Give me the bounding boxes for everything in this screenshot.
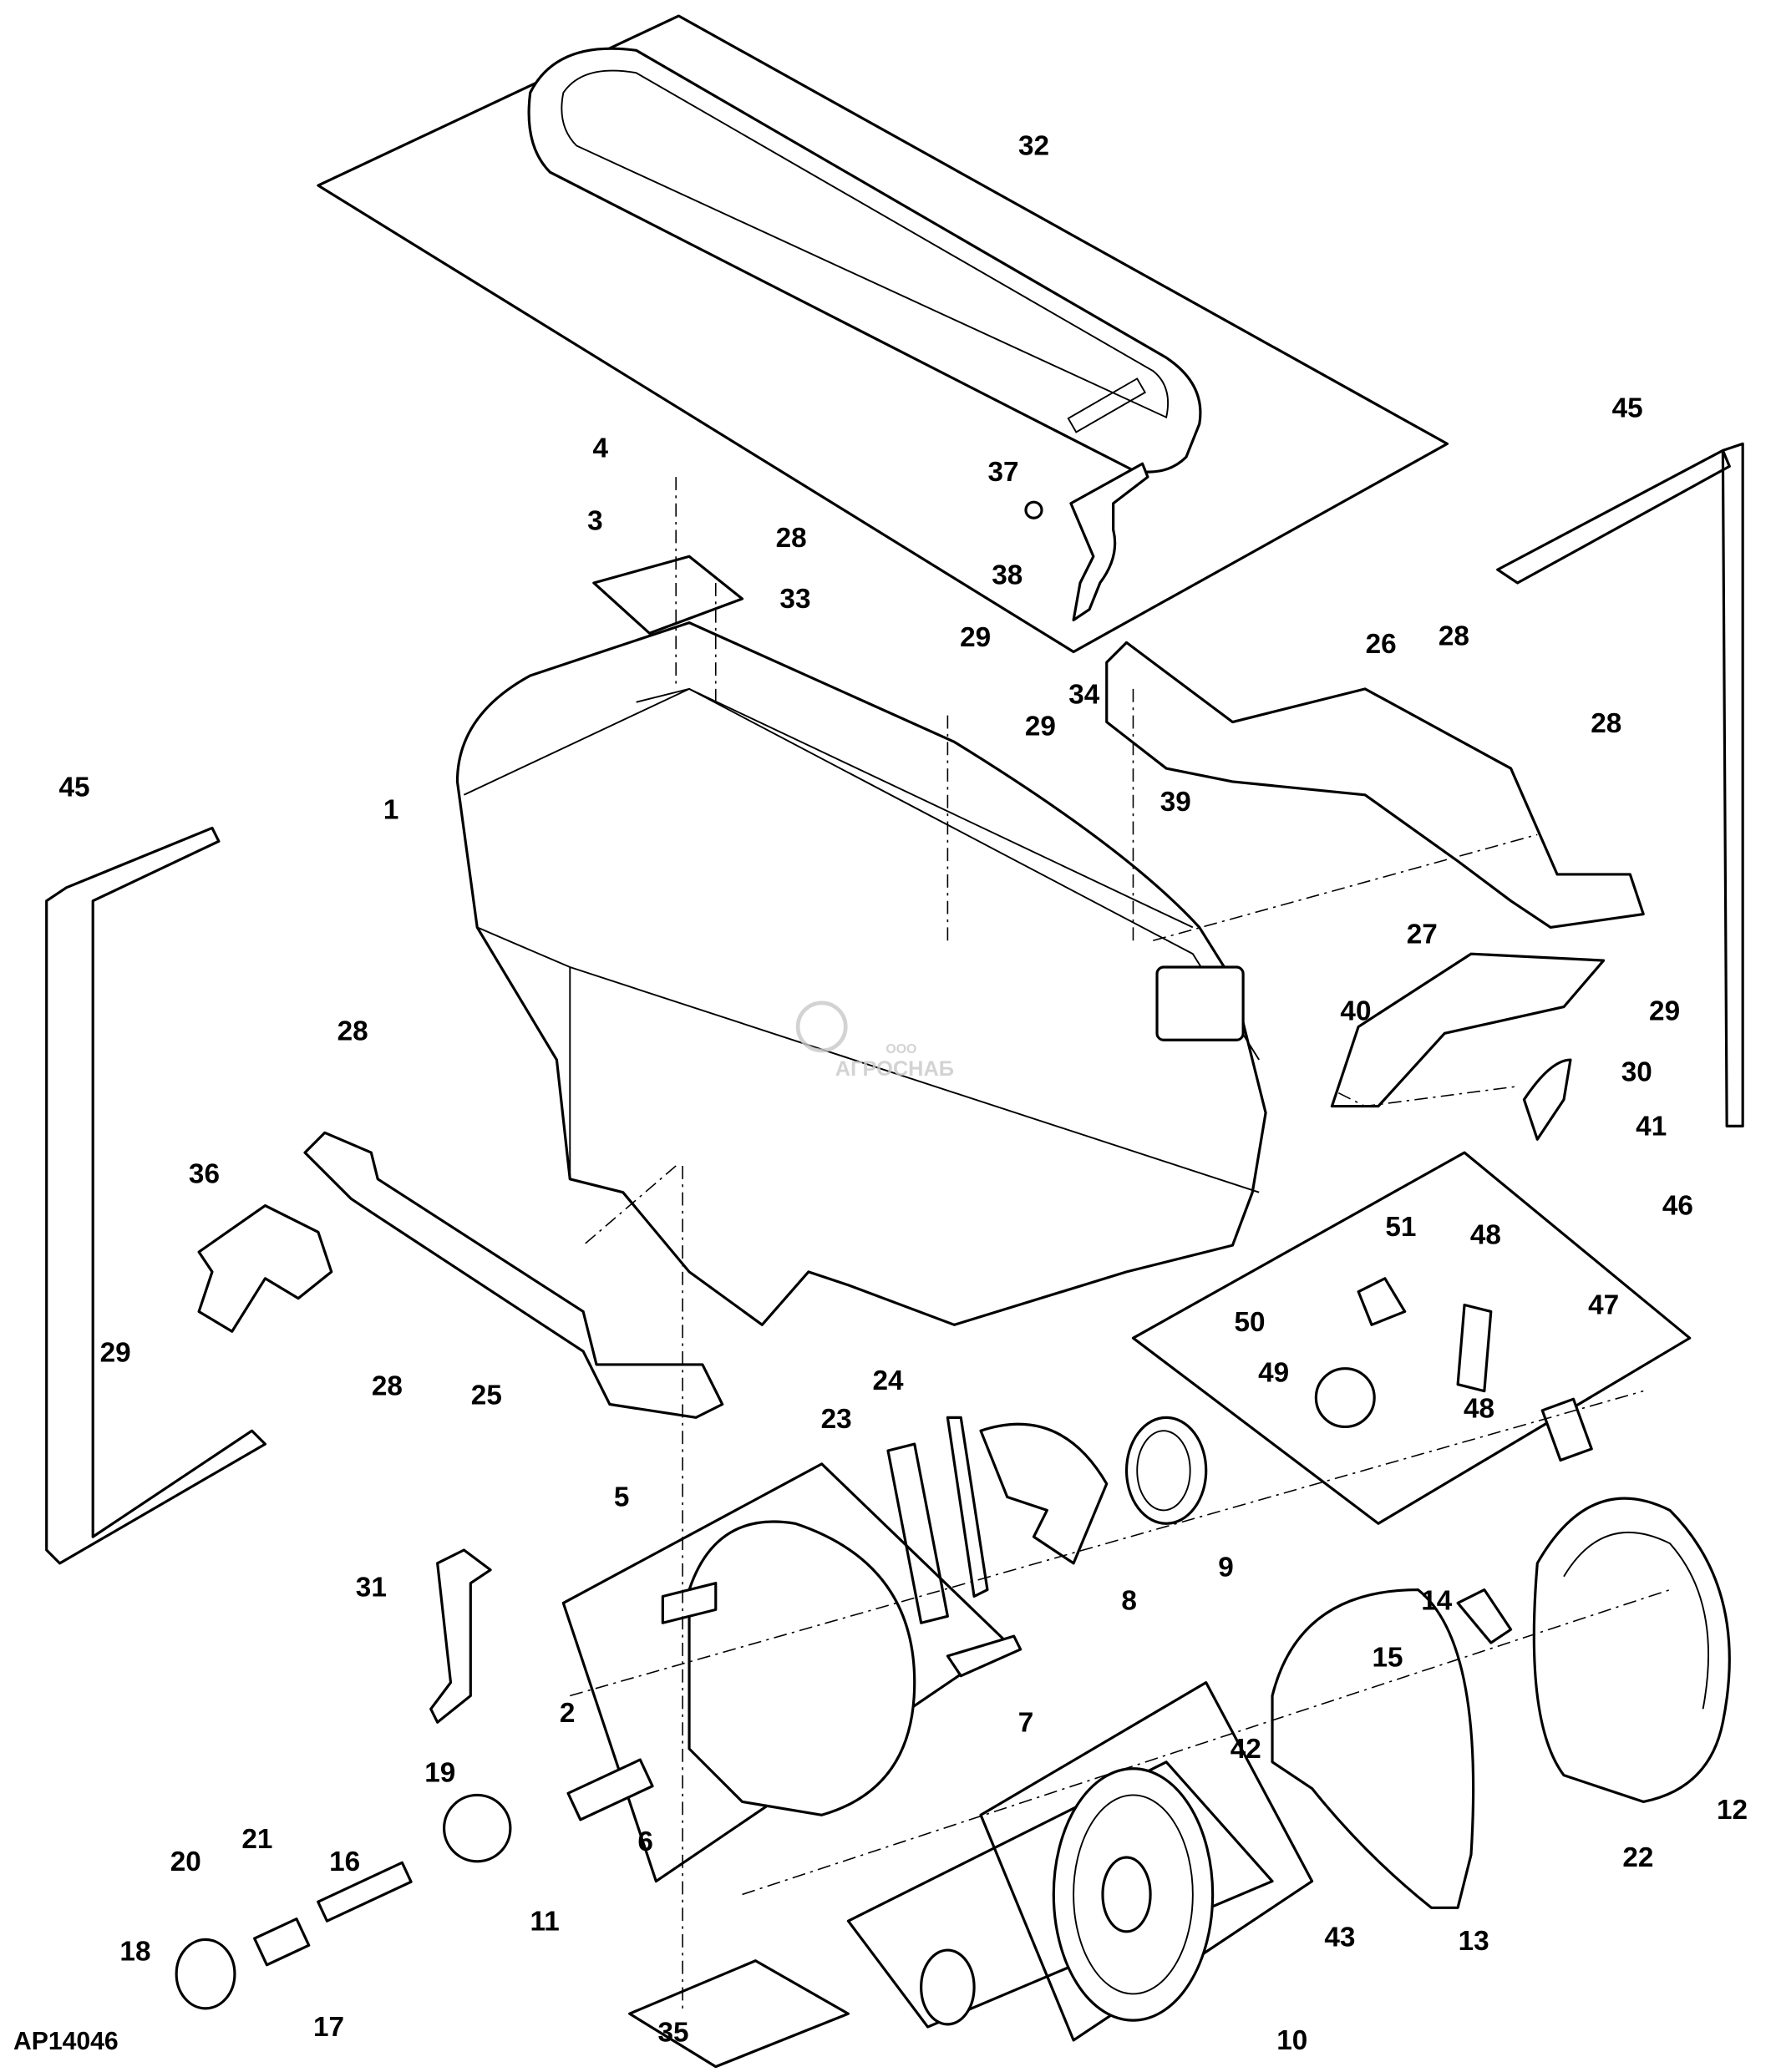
callout-43: 43 [1324,1922,1355,1953]
callout-18: 18 [119,1937,150,1968]
callout-23: 23 [821,1404,852,1435]
callout-8: 8 [1121,1585,1137,1616]
callout-50: 50 [1235,1307,1266,1338]
callout-40: 40 [1340,995,1371,1026]
svg-text:ООО: ООО [885,1042,916,1056]
callout-11: 11 [530,1906,560,1937]
callout-45: 45 [1612,393,1643,424]
callout-29: 29 [1649,995,1680,1026]
figure-id: AP14046 [13,2028,119,2055]
callout-29: 29 [100,1338,131,1369]
callout-39: 39 [1160,787,1191,818]
callout-48: 48 [1464,1393,1494,1424]
callout-21: 21 [241,1824,272,1855]
callout-45: 45 [58,772,89,803]
svg-text:АГРОСНАБ: АГРОСНАБ [835,1057,954,1081]
callout-22: 22 [1622,1842,1653,1873]
callout-49: 49 [1258,1358,1289,1389]
callout-35: 35 [657,2018,688,2049]
callout-42: 42 [1231,1734,1261,1765]
callout-48: 48 [1470,1220,1501,1251]
callout-46: 46 [1662,1191,1693,1222]
callout-20: 20 [170,1847,201,1877]
callout-9: 9 [1218,1553,1234,1583]
callout-41: 41 [1636,1111,1667,1142]
callout-4: 4 [593,433,609,464]
callout-29: 29 [1025,711,1056,742]
callout-37: 37 [987,457,1018,488]
callout-28: 28 [1591,708,1621,739]
callout-28: 28 [372,1370,403,1401]
callout-34: 34 [1068,679,1100,710]
seat-cushion-group [317,14,1449,654]
callout-13: 13 [1459,1926,1489,1957]
watermark-logo: ООО АГРОСНАБ [795,1001,954,1081]
callout-15: 15 [1373,1643,1403,1674]
callout-27: 27 [1407,919,1438,950]
callout-47: 47 [1588,1290,1619,1321]
callout-36: 36 [189,1159,220,1190]
callout-16: 16 [329,1847,360,1877]
callout-3: 3 [587,506,603,537]
plate-33 [592,555,744,635]
callout-25: 25 [471,1380,502,1411]
callout-31: 31 [356,1573,387,1603]
callout-33: 33 [779,584,810,615]
callout-24: 24 [872,1365,904,1396]
callout-29: 29 [960,622,991,653]
callout-7: 7 [1018,1707,1034,1738]
callout-6: 6 [637,1826,653,1857]
callout-28: 28 [337,1016,368,1046]
callout-26: 26 [1366,629,1397,660]
callout-5: 5 [614,1482,630,1513]
callout-19: 19 [424,1758,455,1789]
callout-1: 1 [383,794,399,825]
callout-32: 32 [1018,131,1049,162]
callout-17: 17 [313,2012,344,2043]
callout-10: 10 [1276,2025,1307,2056]
callout-28: 28 [1439,621,1469,652]
callout-14: 14 [1421,1585,1453,1616]
callout-51: 51 [1385,1212,1416,1243]
callout-28: 28 [776,523,807,554]
callout-30: 30 [1621,1056,1652,1087]
callout-12: 12 [1717,1795,1748,1826]
storage-box-body [455,621,1267,1326]
callout-38: 38 [992,560,1022,591]
callout-2: 2 [560,1698,576,1729]
